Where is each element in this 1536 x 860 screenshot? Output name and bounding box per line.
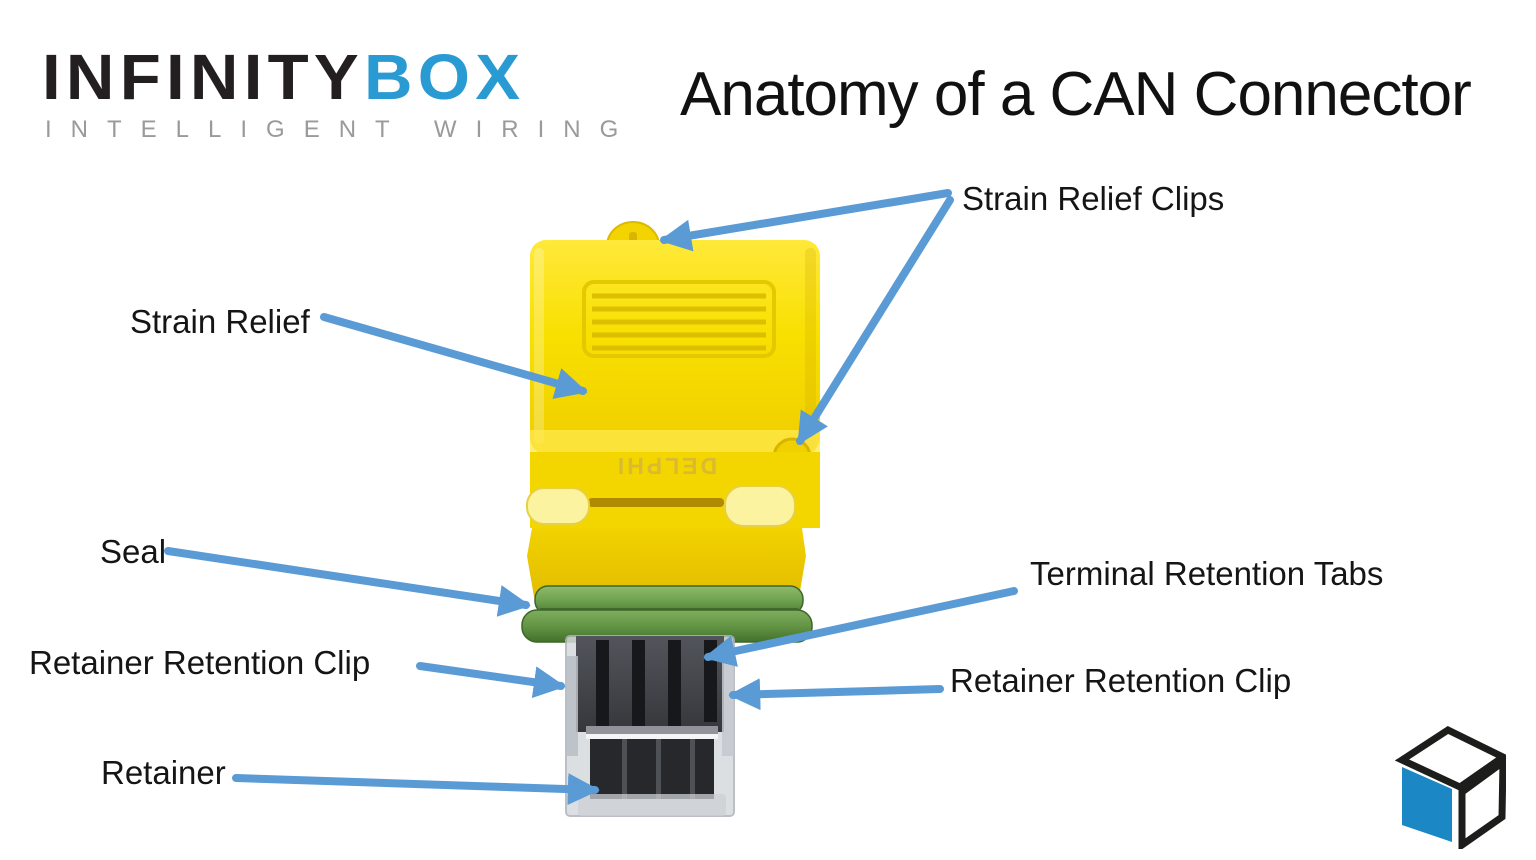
seal — [521, 585, 813, 643]
callout-arrows — [164, 189, 1018, 806]
retainer-retention-clip-left-part — [566, 656, 578, 756]
retainer-part — [578, 726, 726, 816]
hinge-pin-left — [526, 487, 590, 525]
arrow-seal — [164, 547, 531, 617]
hinge-slot — [588, 498, 724, 507]
infinitybox-cube-icon — [1394, 725, 1506, 849]
label-retainer: Retainer — [101, 754, 226, 791]
logo-text-infinity: INFINITY — [42, 41, 364, 113]
connector-skirt — [527, 528, 806, 597]
logo-tagline: INTELLIGENT WIRING — [45, 116, 638, 143]
embossed-brand-text: DELPHI — [615, 453, 717, 479]
label-retainer-retention-clip-left: Retainer Retention Clip — [29, 644, 371, 681]
label-retainer-retention-clip-right: Retainer Retention Clip — [950, 662, 1292, 699]
arrow-strain-relief-clip-side — [796, 196, 954, 446]
page-title: Anatomy of a CAN Connector — [680, 60, 1472, 129]
arrow-strain-relief — [320, 313, 588, 399]
arrow-retainer — [232, 773, 600, 806]
label-strain-relief-clips: Strain Relief Clips — [962, 180, 1225, 217]
arrow-terminal-retention-tabs — [703, 587, 1018, 667]
rib-panel — [582, 280, 776, 358]
connector-hinge: DELPHI — [526, 452, 820, 528]
infinitybox-logo: INFINITYBOX — [42, 45, 525, 109]
label-terminal-retention-tabs: Terminal Retention Tabs — [1030, 555, 1384, 592]
arrow-retainer-retention-clip-right — [728, 678, 944, 711]
cube-right-face — [1458, 755, 1506, 849]
terminal-slots — [576, 636, 724, 732]
hinge-pin-right — [724, 485, 796, 527]
strain-relief-ribs — [592, 293, 766, 351]
cube-top-face — [1394, 725, 1506, 792]
connector-photo: DELPHI — [521, 221, 820, 817]
cube-blue-face — [1402, 767, 1452, 842]
arrow-retainer-retention-clip-left — [416, 662, 566, 699]
label-seal: Seal — [100, 533, 167, 570]
logo-text-box: BOX — [363, 41, 526, 113]
arrow-strain-relief-clip-top — [659, 189, 952, 252]
label-strain-relief: Strain Relief — [130, 303, 310, 340]
strain-relief-cover — [530, 240, 820, 477]
retainer-retention-clip-right-part — [722, 656, 734, 756]
retainer-assembly — [565, 635, 735, 817]
